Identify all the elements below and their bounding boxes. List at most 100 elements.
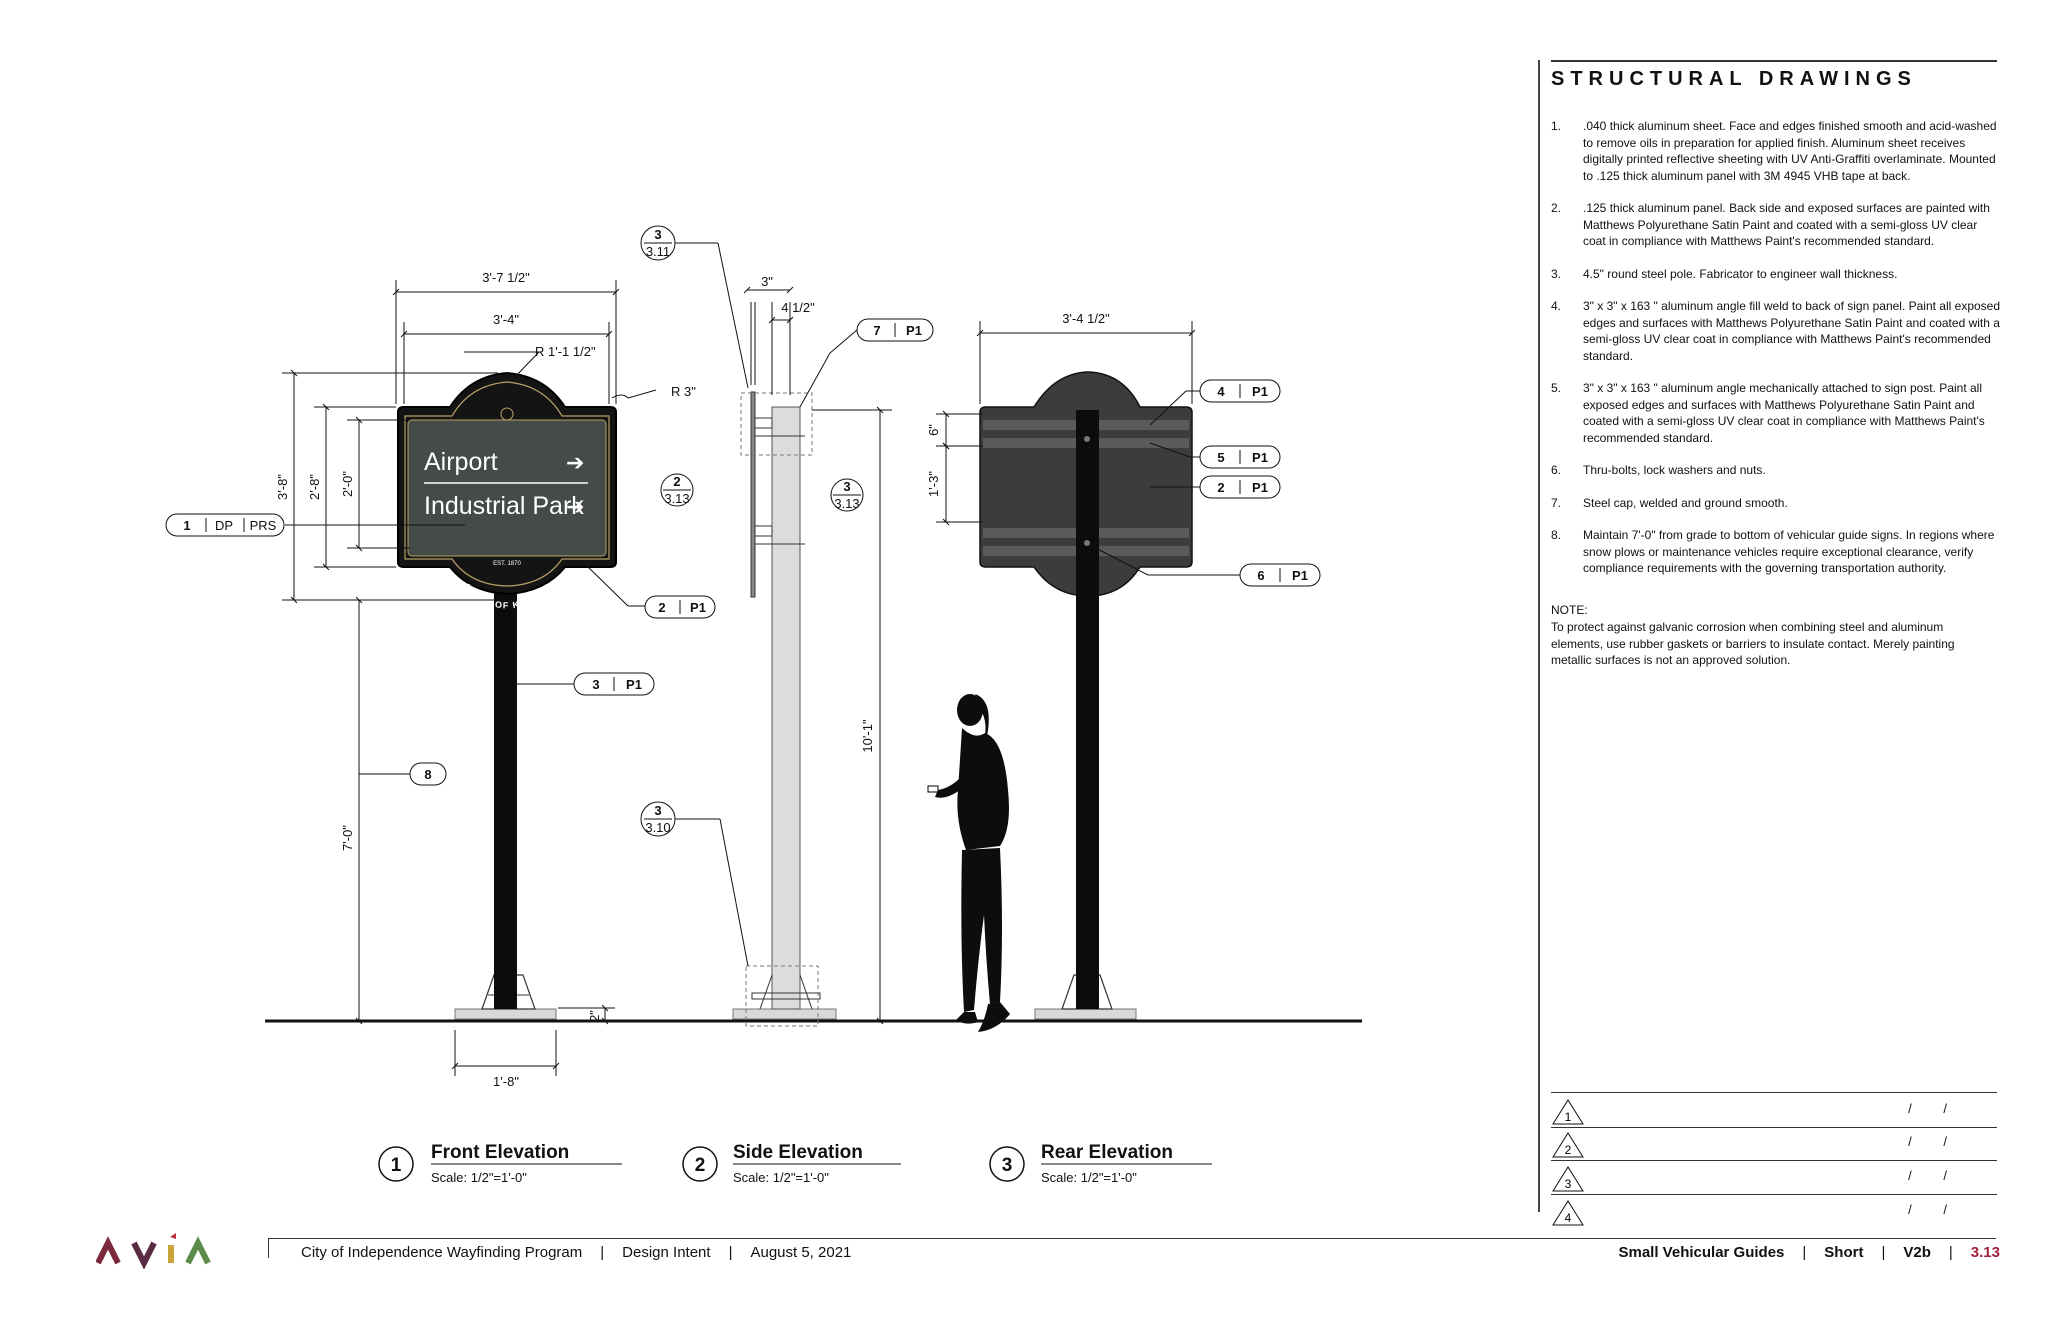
- svg-text:4: 4: [1217, 384, 1225, 399]
- revision-row: 3 / /: [1551, 1160, 1997, 1195]
- section-ref-side-to-rear[interactable]: 3 3.13: [830, 478, 864, 512]
- rear-pole: [1076, 410, 1099, 1009]
- sign-line-2: Industrial Park: [424, 492, 584, 520]
- view-title-rear: 3 Rear Elevation Scale: 1/2"=1'-0": [989, 1142, 1212, 1185]
- note-item: 4.3" x 3" x 163 " aluminum angle fill we…: [1551, 299, 2001, 363]
- dim-front-base-width: 1'-8": [493, 1074, 519, 1089]
- svg-text:1: 1: [183, 518, 190, 533]
- notes-panel-rule: [1551, 60, 1997, 62]
- section-ref-top[interactable]: 3 3.11: [640, 225, 676, 261]
- dim-front-copy-height: 2'-0": [340, 471, 355, 497]
- dim-side-height: 10'-1": [860, 719, 875, 753]
- scale-figure-person: [927, 694, 1010, 1032]
- dim-front-base-height: 2": [587, 1010, 602, 1022]
- svg-text:2: 2: [673, 474, 680, 489]
- svg-text:4: 4: [1565, 1211, 1572, 1225]
- footer-phase: Design Intent: [622, 1244, 711, 1261]
- footer-tick: [268, 1238, 269, 1258]
- callout-rear-angle-mid[interactable]: 5 P1: [1199, 445, 1281, 469]
- revision-triangle-icon: 3: [1552, 1166, 1584, 1192]
- svg-text:3.10: 3.10: [645, 820, 670, 835]
- svg-text:1: 1: [391, 1155, 402, 1176]
- note-item: 5.3" x 3" x 163 " aluminum angle mechani…: [1551, 381, 1985, 445]
- callout-front-pole[interactable]: 3 P1: [573, 672, 655, 696]
- side-pole: [771, 406, 801, 1010]
- svg-text:2: 2: [658, 600, 665, 615]
- svg-text:P1: P1: [1252, 450, 1268, 465]
- svg-text:P1: P1: [690, 600, 706, 615]
- svg-text:Rear Elevation: Rear Elevation: [1041, 1142, 1173, 1163]
- front-elevation: INDEPENDENCE STATE OF KANSAS EST. 1870 A…: [165, 270, 716, 1089]
- rear-elevation: 3'-4 1/2" 6" 1'-3" 4 P1 5 P1 2 P1 6 P1: [926, 311, 1321, 1020]
- section-ref-front-to-side[interactable]: 2 3.13: [660, 473, 694, 507]
- dim-front-panel-height: 2'-8": [307, 474, 322, 500]
- svg-text:3: 3: [1002, 1155, 1013, 1176]
- structural-notes-list: 1..040 thick aluminum sheet. Face and ed…: [1551, 118, 2003, 593]
- note-item: 8.Maintain 7'-0" from grade to bottom of…: [1551, 528, 1995, 575]
- svg-text:Scale: 1/2"=1'-0": Scale: 1/2"=1'-0": [431, 1170, 527, 1185]
- svg-text:2: 2: [695, 1155, 706, 1176]
- drawing-area: INDEPENDENCE STATE OF KANSAS EST. 1870 A…: [165, 225, 1362, 1185]
- svg-text:Side Elevation: Side Elevation: [733, 1142, 863, 1163]
- svg-text:3: 3: [843, 479, 850, 494]
- svg-text:3: 3: [1565, 1177, 1572, 1191]
- dim-front-clearance: 7'-0": [340, 825, 355, 851]
- side-footing: [732, 1008, 837, 1020]
- svg-text:Scale: 1/2"=1'-0": Scale: 1/2"=1'-0": [733, 1170, 829, 1185]
- notes-panel: [1538, 60, 2008, 1212]
- dim-front-radius-corner: R 3": [671, 384, 696, 399]
- revision-row: 4 / /: [1551, 1194, 1997, 1228]
- svg-text:3.13: 3.13: [664, 491, 689, 506]
- dim-rear-angle-height: 6": [926, 424, 941, 436]
- svg-text:3.11: 3.11: [646, 244, 670, 259]
- dim-rear-angle-spacing: 1'-3": [926, 471, 941, 497]
- dim-side-panel-depth: 3": [761, 274, 773, 289]
- note-item: 2..125 thick aluminum panel. Back side a…: [1551, 201, 1990, 248]
- callout-front-panel[interactable]: 2 P1: [644, 595, 716, 619]
- revision-triangle-icon: 1: [1552, 1099, 1584, 1125]
- svg-text:2: 2: [1565, 1143, 1572, 1157]
- svg-text:P1: P1: [626, 677, 642, 692]
- footer-sheet-info: Small Vehicular Guides | Short | V2b | 3…: [1618, 1244, 2000, 1261]
- svg-text:Scale: 1/2"=1'-0": Scale: 1/2"=1'-0": [1041, 1170, 1137, 1185]
- front-pole: [494, 585, 517, 1009]
- svg-text:P1: P1: [1252, 384, 1268, 399]
- dim-front-overall-height: 3'-8": [275, 474, 290, 500]
- svg-text:1: 1: [1565, 1110, 1572, 1124]
- callout-rear-bolts[interactable]: 6 P1: [1239, 563, 1321, 587]
- footer-sign-family: Small Vehicular Guides: [1618, 1244, 1785, 1261]
- svg-text:DP: DP: [215, 518, 233, 533]
- front-sign-face: [407, 419, 607, 557]
- revision-triangle-icon: 2: [1552, 1132, 1584, 1158]
- footer-sheet-number: 3.13: [1970, 1244, 2000, 1261]
- front-footing: [454, 1008, 557, 1020]
- note-item: 7.Steel cap, welded and ground smooth.: [1551, 495, 1788, 510]
- callout-side-cap[interactable]: 7 P1: [856, 318, 934, 342]
- sign-est-text: EST. 1870: [493, 561, 521, 567]
- revision-row: 1 / /: [1551, 1092, 1997, 1128]
- note-item: 1..040 thick aluminum sheet. Face and ed…: [1551, 119, 1997, 183]
- svg-text:P1: P1: [1252, 480, 1268, 495]
- sign-arrow-2: ➔: [566, 494, 584, 519]
- footer-project-info: City of Independence Wayfinding Program …: [301, 1244, 852, 1261]
- footer-date: August 5, 2021: [750, 1244, 852, 1261]
- dim-front-radius-top: R 1'-1 1/2": [535, 344, 596, 359]
- dim-side-angle-depth: 4 1/2": [781, 300, 815, 315]
- svg-text:P1: P1: [906, 323, 922, 338]
- svg-text:Front Elevation: Front Elevation: [431, 1142, 569, 1163]
- note-text: To protect against galvanic corrosion wh…: [1551, 620, 1955, 667]
- footer-size: Short: [1824, 1244, 1864, 1261]
- section-ref-base[interactable]: 3 3.10: [640, 801, 676, 837]
- sign-arrow-1: ➔: [566, 450, 584, 475]
- callout-rear-angle-top[interactable]: 4 P1: [1199, 379, 1281, 403]
- sign-line-1: Airport: [424, 448, 498, 476]
- callout-rear-panel[interactable]: 2 P1: [1199, 475, 1281, 499]
- callout-front-clearance-note[interactable]: 8: [409, 762, 447, 786]
- svg-text:3: 3: [592, 677, 599, 692]
- note-item: 6.Thru-bolts, lock washers and nuts.: [1551, 463, 1766, 477]
- svg-text:3: 3: [654, 227, 661, 242]
- view-title-front: 1 Front Elevation Scale: 1/2"=1'-0": [378, 1142, 622, 1185]
- note-item: 3.4.5" round steel pole. Fabricator to e…: [1551, 266, 1898, 281]
- callout-front-copy[interactable]: 1 DP PRS: [165, 513, 285, 537]
- svg-text:6: 6: [1257, 568, 1264, 583]
